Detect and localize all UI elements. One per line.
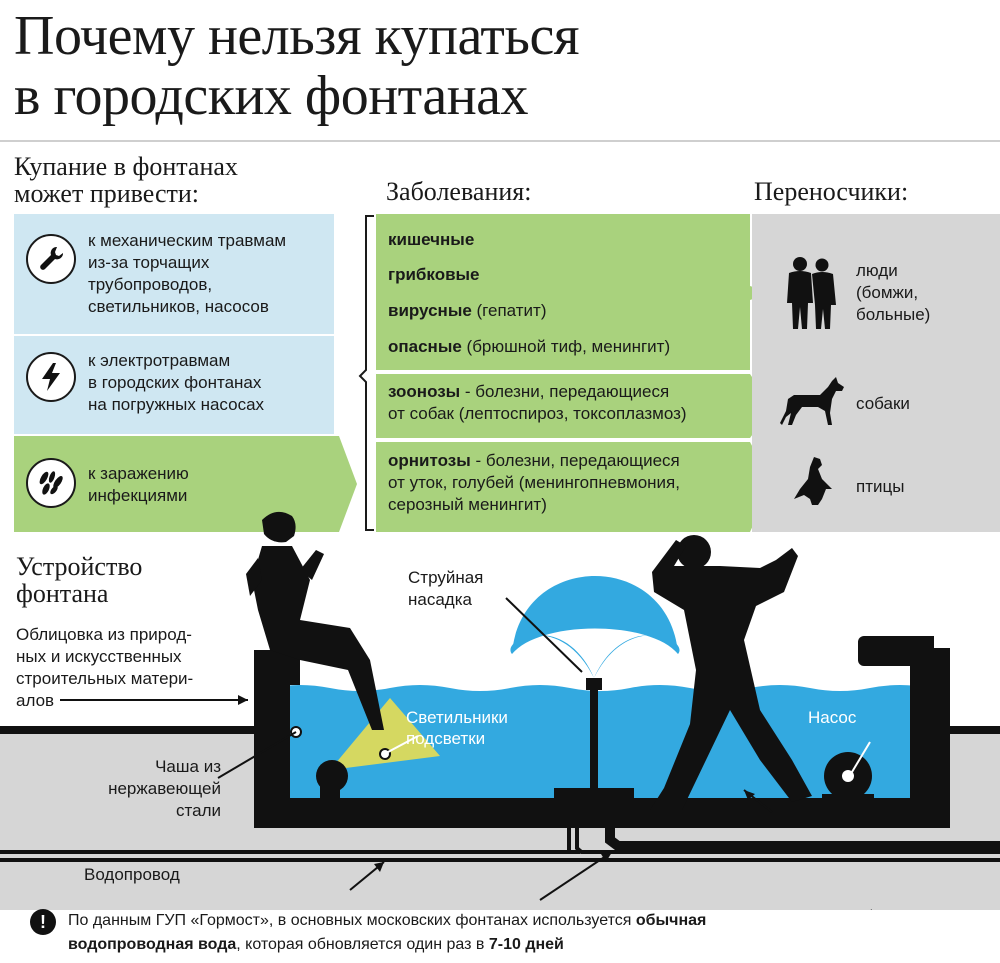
label-cladding: Облицовка из природ- ных и искусственных… (16, 625, 194, 710)
risk-electrical: к электротравмам в городских фонтанах на… (88, 351, 265, 414)
footnote: По данным ГУП «Гормост», в основных моск… (68, 912, 707, 953)
warning-icon: ! (30, 909, 56, 935)
label-bowl: Чаша из нержавеющей стали (108, 757, 221, 820)
diseases-bracket (358, 215, 374, 531)
disease-viral: вирусные (гепатит) (388, 301, 547, 320)
diseases-panels (376, 214, 772, 532)
risks-heading: Купание в фонтанах может привести: (14, 152, 238, 208)
disease-intestinal: кишечные (388, 230, 475, 249)
bird-icon (794, 457, 832, 505)
dog-icon (780, 377, 844, 425)
wrench-icon (26, 234, 76, 284)
disease-dangerous: опасные (брюшной тиф, менингит) (388, 337, 671, 356)
label-nozzle: Струйная насадка (408, 568, 484, 609)
label-pipe: Водопровод (84, 865, 180, 884)
germs-icon (26, 458, 76, 508)
device-heading: Устройство фонтана (16, 552, 143, 608)
disease-zoonoses: зоонозы - болезни, передающиеся от собак… (388, 382, 687, 423)
page-title: Почему нельзя купаться в городских фонта… (14, 5, 580, 127)
fountain-illustration (0, 511, 1000, 910)
carrier-dogs: собаки (856, 394, 910, 413)
risk-mechanical: к механическим травмам из-за торчащих тр… (88, 231, 287, 316)
diseases-heading: Заболевания: (386, 177, 532, 206)
carrier-people: люди (бомжи, больные) (856, 261, 931, 324)
lightning-icon (26, 352, 76, 402)
label-pump: Насос (808, 708, 857, 727)
carriers-panel (752, 214, 1000, 532)
risks-separator (14, 334, 334, 336)
carrier-birds: птицы (856, 477, 905, 496)
people-icon (787, 257, 836, 329)
carriers-heading: Переносчики: (754, 177, 909, 206)
risks-green-arrow-panel (14, 436, 357, 532)
label-lights: Светильники подсветки (406, 708, 508, 748)
risk-infection: к заражению инфекциями (88, 464, 189, 505)
title-divider (0, 140, 1000, 142)
disease-fungal: грибковые (388, 265, 480, 284)
disease-ornithoses: орнитозы - болезни, передающиеся от уток… (388, 451, 680, 514)
